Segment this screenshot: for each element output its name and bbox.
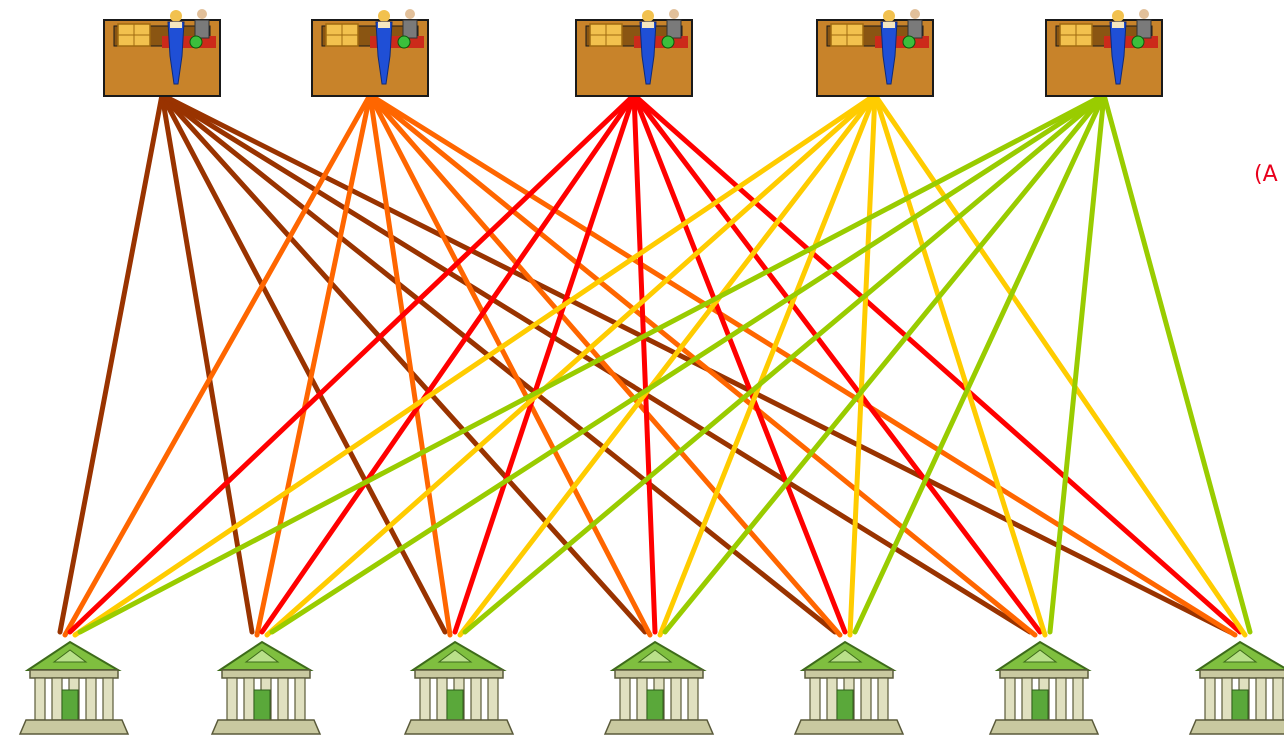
connection-line-desk4-bank6 — [872, 92, 1048, 638]
teller-desk-icon-1 — [103, 9, 221, 97]
teller-desk-icon-3 — [575, 9, 693, 97]
connection-line-desk5-bank7 — [1101, 92, 1253, 635]
connection-line-desk2-bank4 — [367, 92, 653, 638]
connection-line-desk3-bank1 — [67, 92, 637, 635]
connection-line-desk2-bank1 — [62, 92, 373, 638]
connection-line-desk1-bank1 — [57, 92, 165, 635]
connection-line-desk3-bank4 — [631, 92, 658, 635]
bank-building-icon-3 — [403, 640, 515, 735]
connection-line-desk1-bank2 — [159, 92, 255, 635]
connection-line-desk4-bank1 — [72, 92, 878, 638]
bank-row — [18, 640, 1284, 735]
connection-line-desk3-bank3 — [452, 92, 637, 635]
teller-desk-icon-2 — [311, 9, 429, 97]
connection-line-desk5-bank3 — [462, 92, 1107, 635]
bank-building-icon-1 — [18, 640, 130, 735]
bank-building-icon-6 — [988, 640, 1100, 735]
connection-line-desk5-bank2 — [269, 92, 1107, 635]
connection-line-desk4-bank3 — [457, 92, 878, 638]
connection-line-desk3-bank6 — [631, 92, 1043, 635]
connection-line-desk1-bank3 — [159, 92, 448, 635]
connection-line-desk5-bank1 — [77, 92, 1107, 635]
connection-line-desk2-bank5 — [367, 92, 843, 638]
connection-line-desk3-bank7 — [631, 92, 1243, 635]
connection-line-desk1-bank4 — [159, 92, 648, 635]
connection-line-desk2-bank3 — [367, 92, 453, 638]
connection-line-desk4-bank4 — [657, 92, 878, 638]
connection-line-desk4-bank2 — [264, 92, 878, 638]
connection-line-desk1-bank5 — [159, 92, 838, 635]
cut-off-label: (A — [1254, 162, 1278, 187]
connection-line-desk2-bank6 — [367, 92, 1038, 638]
teller-desk-icon-4 — [816, 9, 934, 97]
connection-line-desk5-bank4 — [662, 92, 1107, 635]
connection-line-desk5-bank5 — [852, 92, 1107, 635]
connection-line-desk5-bank6 — [1047, 92, 1107, 635]
connection-line-desk1-bank7 — [159, 92, 1233, 635]
connection-line-desk3-bank5 — [631, 92, 848, 635]
connection-line-desk3-bank2 — [259, 92, 637, 635]
connection-line-desk4-bank5 — [847, 92, 878, 638]
bank-building-icon-5 — [793, 640, 905, 735]
teller-desk-icon-5 — [1045, 9, 1163, 97]
connection-line-desk2-bank7 — [367, 92, 1238, 638]
connection-line-desk2-bank2 — [254, 92, 373, 638]
bank-building-icon-7 — [1188, 640, 1284, 735]
connection-lines — [57, 92, 1253, 638]
bank-building-icon-4 — [603, 640, 715, 735]
desk-row — [103, 9, 1163, 97]
bank-building-icon-2 — [210, 640, 322, 735]
